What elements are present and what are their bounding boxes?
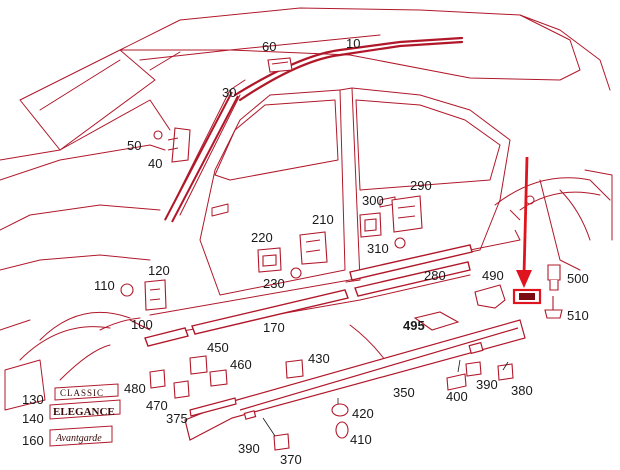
windshield xyxy=(19,49,156,151)
screw-310-icon xyxy=(394,237,406,249)
rear-door-window xyxy=(355,99,501,191)
screw-230-icon xyxy=(290,267,302,279)
screw-50-icon xyxy=(153,130,163,140)
callout-300: 300 xyxy=(362,193,384,208)
callout-430: 430 xyxy=(308,351,330,366)
bracket-210-icon xyxy=(299,231,328,265)
bracket-490-icon xyxy=(474,284,506,309)
clip-highlighted[interactable] xyxy=(512,288,542,305)
callout-420: 420 xyxy=(352,406,374,421)
callout-495: 495 xyxy=(403,318,425,333)
grommet-410-icon xyxy=(335,421,349,439)
callout-labels: 10 30 40 50 60 100 110 120 130 140 160 1… xyxy=(22,36,589,467)
hood-line xyxy=(0,144,166,181)
bolt-500-icon xyxy=(547,264,561,281)
clip-highlighted-fill xyxy=(519,293,535,300)
callout-160: 160 xyxy=(22,433,44,448)
callout-50: 50 xyxy=(127,138,141,153)
rear-wheel-arch xyxy=(494,177,611,206)
callout-350: 350 xyxy=(393,385,415,400)
badge-classic: CLASSIC xyxy=(60,388,104,398)
roof-moulding xyxy=(233,36,464,102)
callout-310: 310 xyxy=(367,241,389,256)
callout-170: 170 xyxy=(263,320,285,335)
plug-110-icon xyxy=(120,283,134,297)
badge-elegance-outline xyxy=(49,399,121,420)
bracket-290-icon xyxy=(391,195,423,233)
callout-280: 280 xyxy=(424,268,446,283)
moulding-100 xyxy=(144,327,189,347)
callout-10: 10 xyxy=(346,36,360,51)
grommet-420-icon xyxy=(331,403,349,417)
red-pointer-arrowhead xyxy=(516,270,532,288)
rear-deck-edge xyxy=(519,14,611,91)
bracket-40-icon xyxy=(171,127,191,163)
badge-classic-outline xyxy=(54,383,119,401)
rear-door xyxy=(351,87,511,276)
callout-60: 60 xyxy=(262,39,276,54)
callout-130: 130 xyxy=(22,392,44,407)
callout-100: 100 xyxy=(131,317,153,332)
callout-30: 30 xyxy=(222,85,236,100)
clip-430-icon xyxy=(285,359,304,379)
moulding-280 xyxy=(354,261,471,297)
callout-375: 375 xyxy=(166,411,188,426)
front-wheel-arch xyxy=(39,311,131,341)
callout-400: 400 xyxy=(446,389,468,404)
callout-390-left: 390 xyxy=(238,441,260,456)
clip-495-icon xyxy=(413,311,460,331)
rear-quarter-details xyxy=(509,195,535,241)
badge-avantgarde: Avantgarde xyxy=(55,433,102,444)
door-mouldings xyxy=(144,244,473,347)
callout-470: 470 xyxy=(146,398,168,413)
callout-410: 410 xyxy=(350,432,372,447)
red-pointer-arrow xyxy=(522,156,529,276)
front-bumper xyxy=(4,359,46,411)
clip-470-icon xyxy=(173,380,190,399)
callout-120: 120 xyxy=(148,263,170,278)
cap-390b-icon xyxy=(273,433,290,451)
callout-110: 110 xyxy=(94,278,115,293)
front-door-window xyxy=(214,99,339,181)
trim-strip-375 xyxy=(189,397,237,417)
callout-490: 490 xyxy=(482,268,504,283)
callout-380: 380 xyxy=(511,383,533,398)
callout-390-right: 390 xyxy=(476,377,498,392)
clip-460-icon xyxy=(209,369,228,387)
rear-window-area xyxy=(119,7,581,81)
callout-220: 220 xyxy=(251,230,273,245)
front-door-handle xyxy=(211,203,229,217)
pillar-trim-30 xyxy=(164,91,239,223)
badge-avantgarde-outline xyxy=(49,425,113,447)
callout-370: 370 xyxy=(280,452,302,467)
callout-40: 40 xyxy=(148,156,162,171)
cap-390a-icon xyxy=(465,361,482,377)
callout-510: 510 xyxy=(567,308,589,323)
leader-lines xyxy=(262,359,509,437)
callout-210: 210 xyxy=(312,212,334,227)
badge-elegance: ELEGANCE xyxy=(53,406,115,418)
cap-380-icon xyxy=(497,363,514,381)
small-parts xyxy=(120,57,563,451)
moulding-170 xyxy=(191,289,349,335)
sill-cover-350 xyxy=(184,319,526,441)
front-door xyxy=(199,89,346,296)
clip-60-icon xyxy=(267,57,293,73)
callout-230: 230 xyxy=(263,276,285,291)
callout-460: 460 xyxy=(230,357,252,372)
clip-400-icon xyxy=(446,373,467,391)
clip-120-icon xyxy=(144,279,167,311)
clip-480-icon xyxy=(149,369,166,389)
car-body-outline xyxy=(0,7,613,411)
clip-450-icon xyxy=(189,355,208,375)
screw-510-icon xyxy=(544,309,563,319)
callout-480: 480 xyxy=(124,381,146,396)
callout-450: 450 xyxy=(207,340,229,355)
callout-140: 140 xyxy=(22,411,44,426)
callout-290: 290 xyxy=(410,178,432,193)
callout-500: 500 xyxy=(567,271,589,286)
model-badges: CLASSIC ELEGANCE Avantgarde xyxy=(49,383,121,447)
